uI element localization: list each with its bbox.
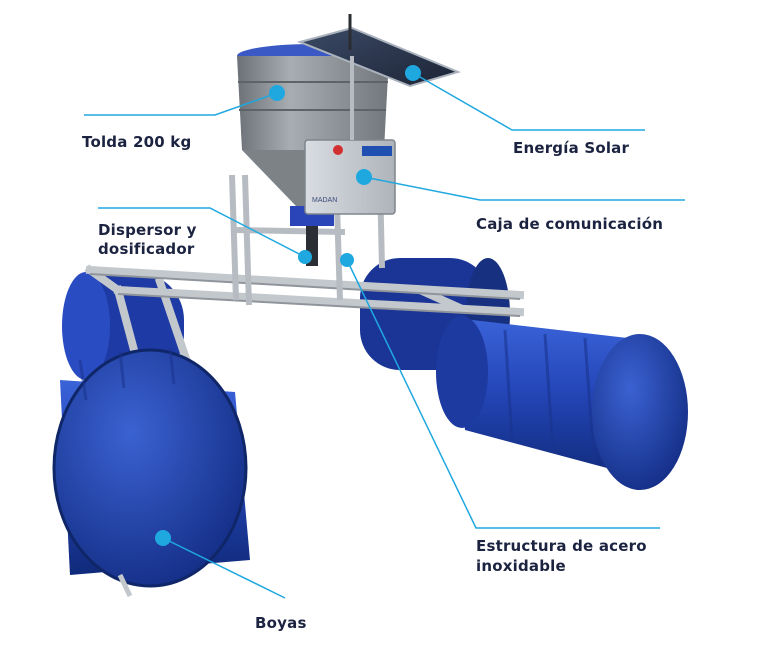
callout-dot-estructura <box>340 253 354 267</box>
label-estructura-line1: Estructura de acero <box>476 537 647 555</box>
callout-dot-dispersor <box>298 250 312 264</box>
callout-dot-energia <box>405 65 421 81</box>
communication-box: MADAN <box>304 139 396 215</box>
label-dispersor-line2: dosificador <box>98 240 195 258</box>
callout-dots <box>155 65 421 546</box>
callout-dot-boyas <box>155 530 171 546</box>
label-dispersor-line1: Dispersor y <box>98 221 197 239</box>
callout-line-tolda <box>84 92 278 116</box>
callout-line-estructura <box>346 259 660 529</box>
buoy-front-left <box>52 347 250 598</box>
panel-brand-text: MADAN <box>312 197 337 204</box>
callout-line-energia <box>412 72 645 131</box>
label-energia-solar: Energía Solar <box>513 139 630 157</box>
label-caja-comunicacion: Caja de comunicación <box>476 215 664 233</box>
callout-dot-tolda <box>269 85 285 101</box>
callout-line-caja <box>363 176 685 201</box>
callout-line-boyas <box>162 537 286 599</box>
callout-dot-caja <box>356 169 372 185</box>
callout-line-dispersor <box>98 207 306 258</box>
label-estructura-line2: inoxidable <box>476 557 566 575</box>
callout-lines <box>84 72 685 599</box>
label-tolda: Tolda 200 kg <box>82 133 192 151</box>
label-boyas: Boyas <box>255 614 307 632</box>
buoy-front-right <box>436 316 688 490</box>
